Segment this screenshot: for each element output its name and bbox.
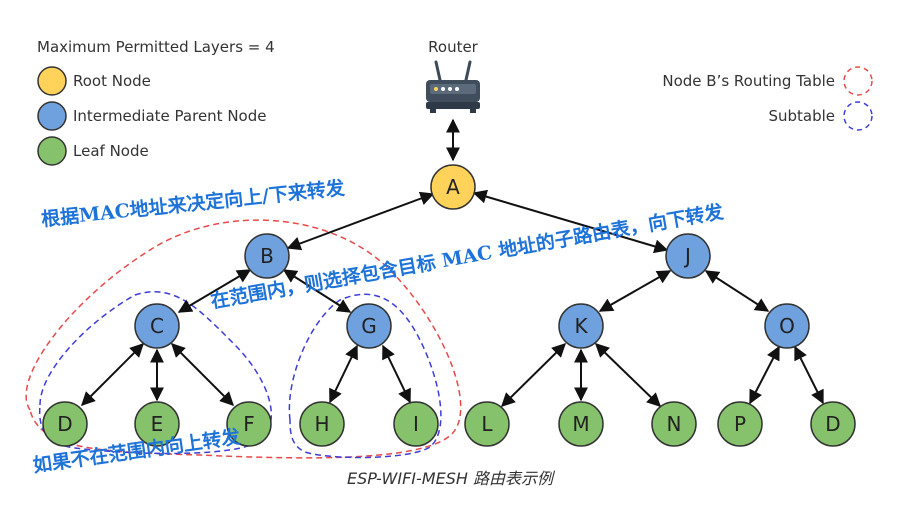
legend-routing-table-label: Node B’s Routing Table [662,72,835,90]
node-e-label: E [151,412,164,436]
node-d2-label: D [825,412,840,436]
legend-intermediate-swatch [37,101,67,131]
node-k-label: K [574,314,588,338]
node-l-label: L [481,412,493,436]
edge-j-o [704,270,770,312]
node-l[interactable]: L [464,401,510,447]
node-a-label: A [446,175,460,199]
legend-routing-table-swatch [843,66,873,96]
legend-root-label: Root Node [73,72,151,90]
edge-k-n [594,343,662,407]
node-f-label: F [243,412,255,436]
node-o[interactable]: O [764,303,810,349]
legend-leaf-label: Leaf Node [73,142,149,160]
node-h-label: H [314,412,329,436]
max-layers-label: Maximum Permitted Layers = 4 [37,38,275,56]
node-d[interactable]: D [42,401,88,447]
node-k[interactable]: K [558,303,604,349]
legend-leaf-swatch [37,136,67,166]
edge-g-h [329,344,358,404]
node-b[interactable]: B [244,233,290,279]
subtable-outline-g [288,293,442,459]
node-f[interactable]: F [226,401,272,447]
node-g-label: G [361,314,377,338]
node-m[interactable]: M [558,401,604,447]
node-b-label: B [260,244,274,268]
legend-subtable-label: Subtable [768,107,835,125]
router-label: Router [428,38,479,56]
legend-intermediate-label: Intermediate Parent Node [73,107,266,125]
node-j[interactable]: J [665,233,711,279]
edge-o-p [749,345,780,405]
router-icon [426,60,480,113]
edge-j-k [598,270,672,312]
edge-c-f [171,343,234,406]
node-p[interactable]: P [717,401,763,447]
node-d2[interactable]: D [810,401,856,447]
node-e[interactable]: E [134,401,180,447]
routing-table-outline [25,219,462,459]
node-n[interactable]: N [651,401,697,447]
node-g[interactable]: G [346,303,392,349]
node-h[interactable]: H [299,401,345,447]
annotation-forward-by-mac: 根据MAC地址来决定向上/下来转发 [40,176,347,231]
edge-o-d2 [794,345,824,405]
legend-root-swatch [37,66,67,96]
edge-c-d [81,343,144,406]
node-i[interactable]: I [393,401,439,447]
node-p-label: P [734,412,746,436]
edge-g-i [382,344,411,404]
edge-a-j [472,189,669,254]
edge-a-b [286,191,435,251]
edges [81,118,824,407]
node-c[interactable]: C [134,303,180,349]
node-c-label: C [150,314,164,338]
node-o-label: O [779,314,795,338]
legend-subtable-swatch [843,101,873,131]
edge-b-c [177,269,252,313]
diagram-caption: ESP-WIFI-MESH 路由表示例 [347,469,556,488]
node-i-label: I [413,412,419,436]
node-n-label: N [667,412,682,436]
edge-k-l [501,343,566,407]
node-j-label: J [683,244,691,268]
node-m-label: M [572,412,589,436]
edge-b-g [282,269,352,313]
node-d-label: D [57,412,72,436]
subtable-outline-c [38,291,273,455]
node-a[interactable]: A [430,164,476,210]
